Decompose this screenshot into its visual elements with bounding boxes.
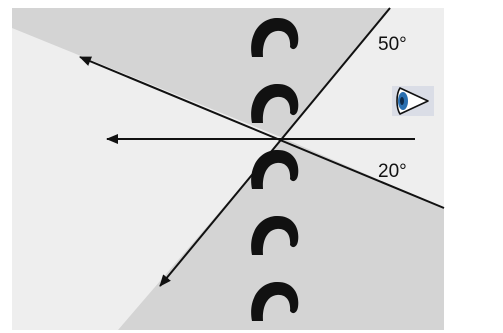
hook-shape-icon bbox=[251, 281, 299, 321]
angle-label-upper: 50° bbox=[378, 34, 407, 55]
ray-50-degree bbox=[159, 7, 391, 287]
hook-shape-icon bbox=[251, 17, 299, 57]
eye-icon bbox=[392, 86, 434, 116]
hook-shape-icon bbox=[251, 149, 299, 189]
light-region-right bbox=[283, 8, 444, 208]
hook-shape-icon bbox=[251, 215, 299, 255]
ray-20-degree bbox=[79, 56, 445, 209]
angle-label-lower: 20° bbox=[378, 161, 407, 182]
light-region-left bbox=[12, 28, 283, 330]
hook-shapes bbox=[251, 17, 299, 321]
hook-shape-icon bbox=[251, 83, 299, 123]
